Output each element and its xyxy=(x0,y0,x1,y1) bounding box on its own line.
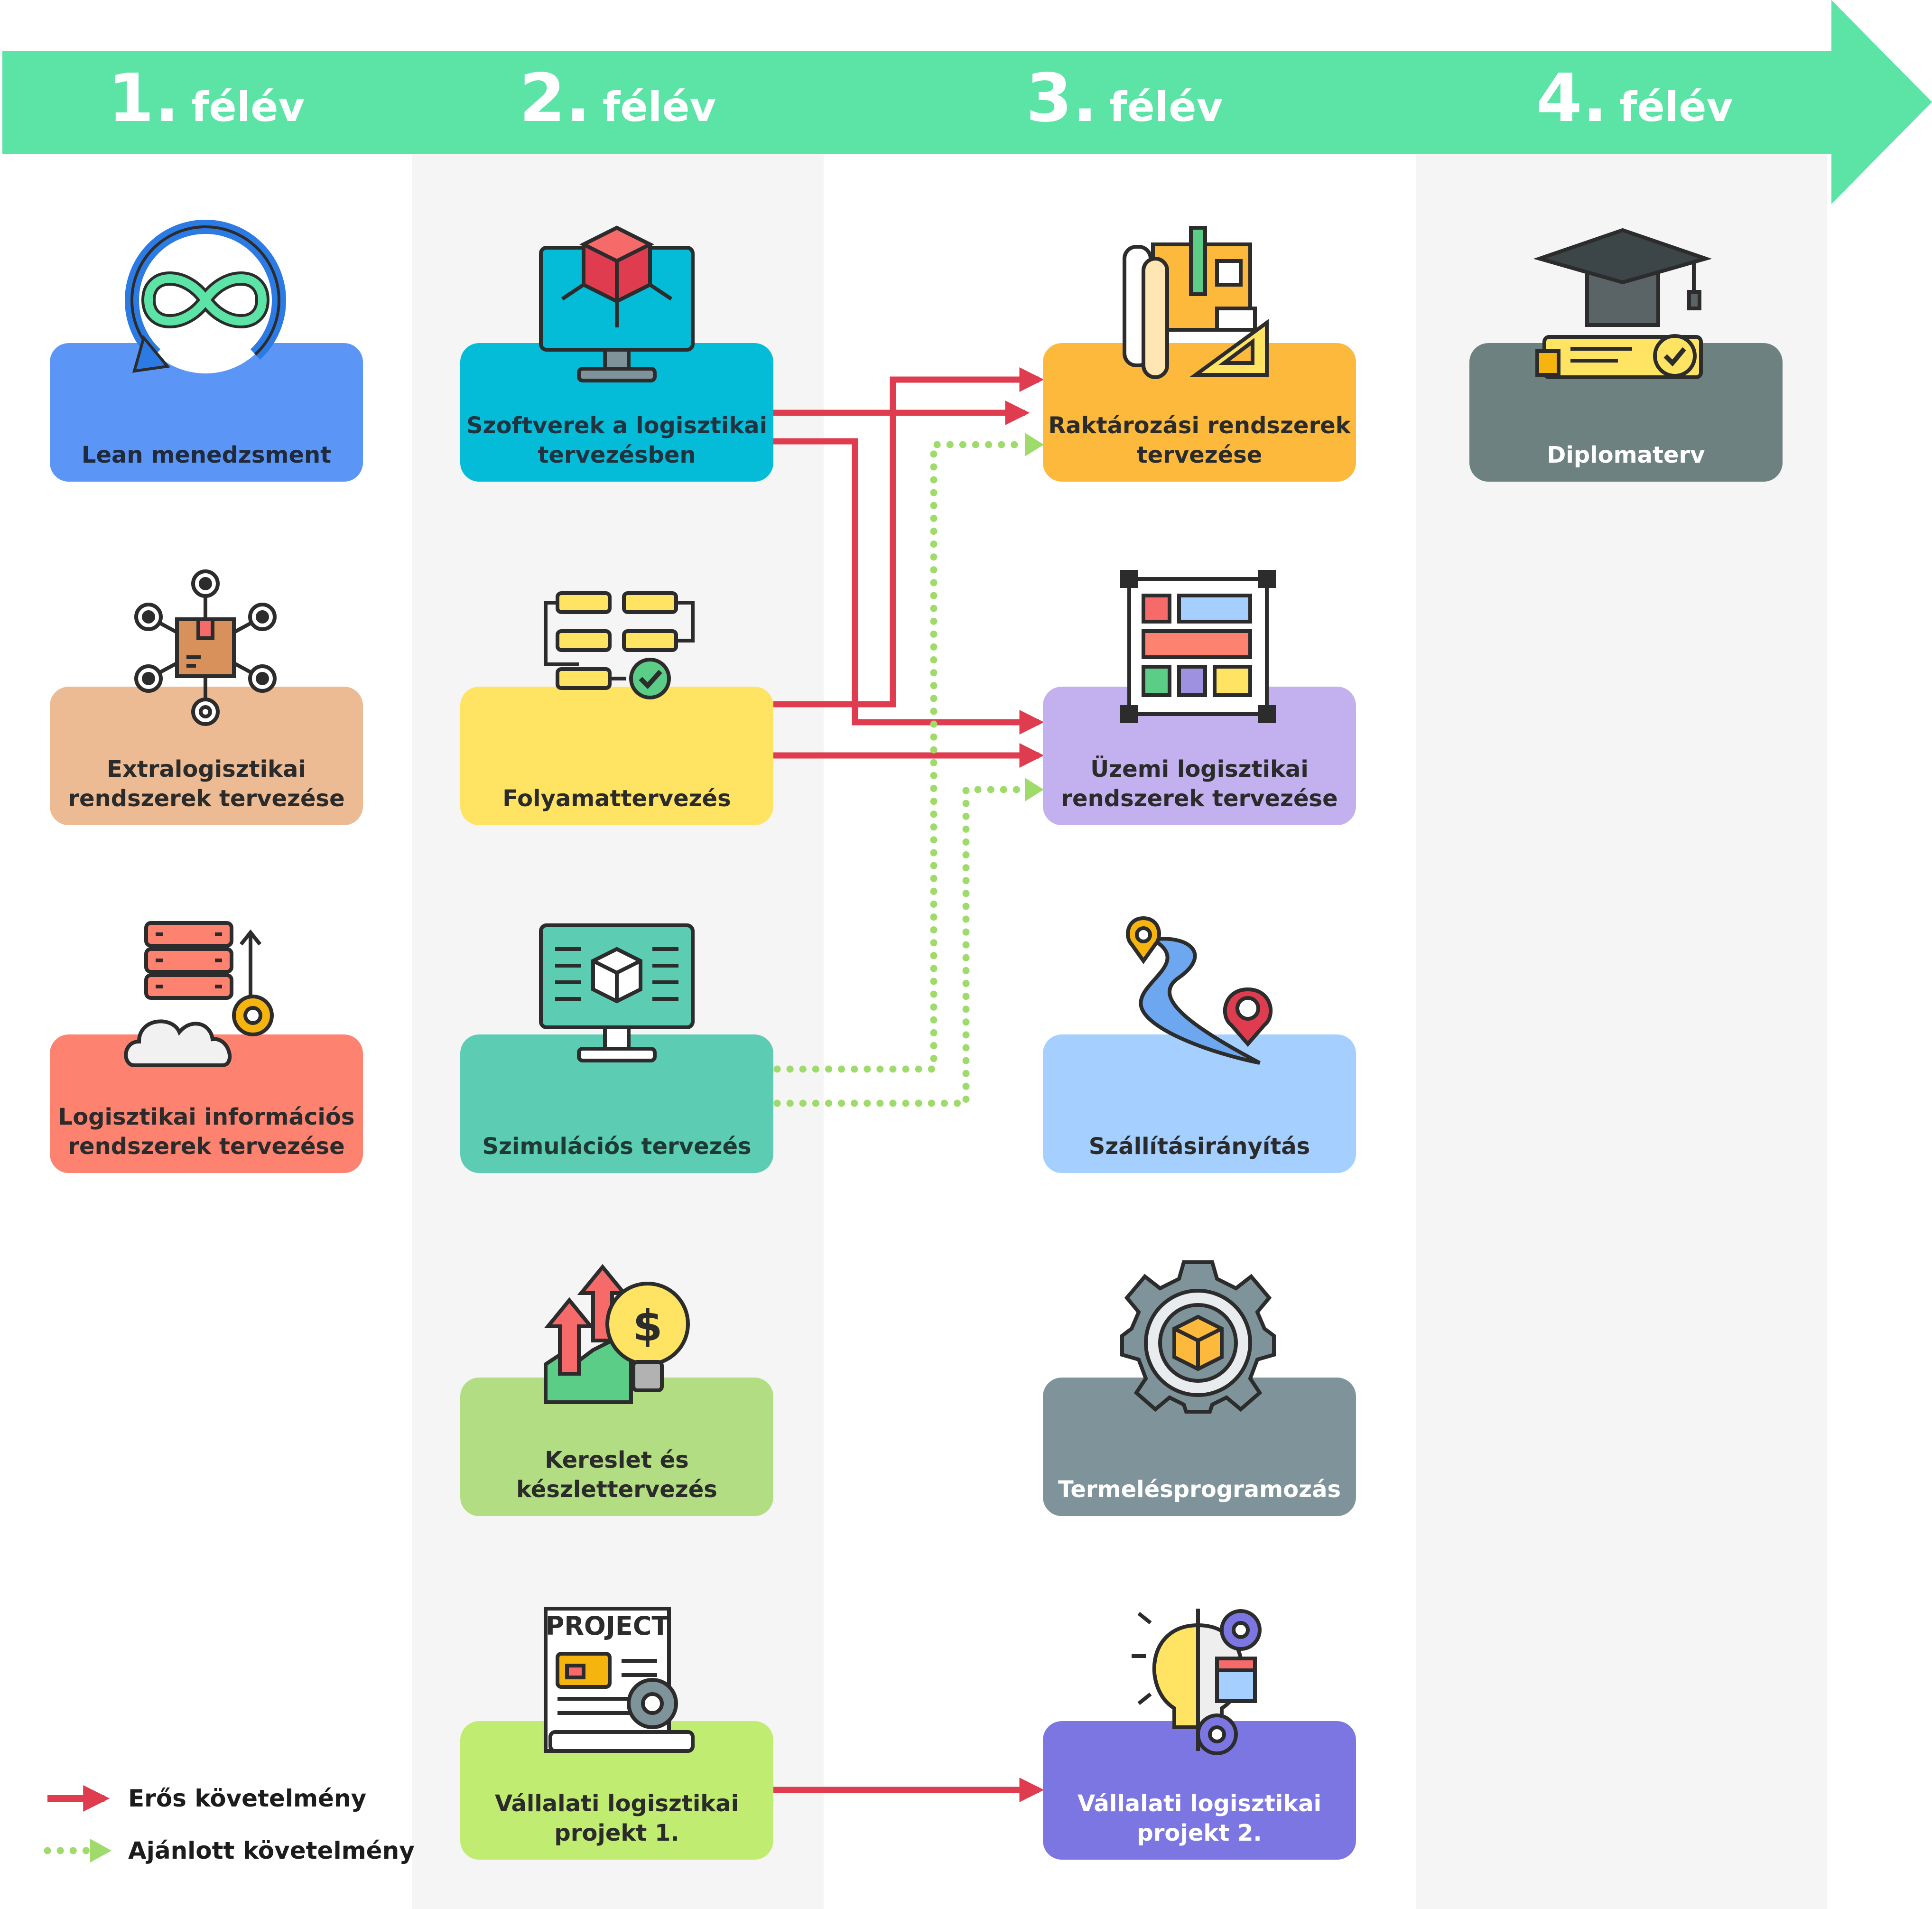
arrowhead-recommended-uzemi xyxy=(1025,778,1044,801)
semester-heading-3: 3.félév xyxy=(1026,60,1223,137)
course-card-lean: Lean menedzsment xyxy=(50,343,363,482)
course-title-line: tervezésben xyxy=(538,442,696,468)
course-card-background xyxy=(460,1721,773,1860)
course-title-line: Lean menedzsment xyxy=(82,442,331,468)
course-card-folyamat: Folyamattervezés xyxy=(460,687,773,825)
course-title-line: Vállalati logisztikai xyxy=(1077,1790,1321,1817)
idea-gears-icon xyxy=(1132,1609,1262,1755)
course-card-szimulacio: Szimulációs tervezés xyxy=(460,1034,773,1173)
course-title-line: Raktározási rendszerek xyxy=(1048,412,1351,439)
course-title-line: Diplomaterv xyxy=(1547,442,1705,468)
server-cloud-icon xyxy=(124,921,274,1067)
legend-strong-label: Erős követelmény xyxy=(128,1785,366,1812)
course-card-info: Logisztikai információs rendszerek tervez… xyxy=(50,1034,363,1173)
course-card-background xyxy=(1043,1034,1356,1173)
gear-box-icon xyxy=(1120,1260,1276,1414)
arrowhead-recommended-raktar xyxy=(1025,433,1044,456)
course-card-background xyxy=(1043,1378,1356,1516)
infinity-cycle-icon xyxy=(125,219,286,373)
semester-heading-1: 1.félév xyxy=(108,60,305,137)
connector-szimulacio-raktar xyxy=(773,441,1029,1073)
course-card-kereslet: Kereslet és készlettervezés xyxy=(460,1378,773,1516)
legend: Erős követelmény Ajánlott követelmény xyxy=(44,1785,415,1864)
course-title-line: Logisztikai információs xyxy=(58,1104,355,1130)
semester-heading-4: 4.félév xyxy=(1536,60,1733,137)
course-card-vallalati1: Vállalati logisztikai projekt 1. xyxy=(460,1721,773,1860)
blueprint-icon xyxy=(1123,226,1269,379)
growth-bulb-icon: $ xyxy=(544,1264,690,1404)
course-card-vallalati2: Vállalati logisztikai projekt 2. xyxy=(1043,1721,1356,1860)
course-title-line: Vállalati logisztikai xyxy=(495,1790,739,1817)
course-title-line: készlettervezés xyxy=(516,1476,717,1503)
connector-folyamat-raktar xyxy=(773,367,1044,708)
course-title-line: rendszerek tervezése xyxy=(68,1133,344,1160)
svg-text:$: $ xyxy=(633,1301,663,1351)
connector-szimulacio-uzemi xyxy=(773,786,1029,1107)
course-title-line: rendszerek tervezése xyxy=(68,785,344,812)
course-title-line: Termelésprogramozás xyxy=(1058,1476,1341,1503)
course-card-background xyxy=(460,343,773,482)
course-card-background xyxy=(1043,1721,1356,1860)
semester-heading-2: 2.félév xyxy=(519,60,716,137)
project-document-icon: PROJECT xyxy=(544,1607,695,1753)
course-card-background xyxy=(50,343,363,482)
course-title-line: projekt 1. xyxy=(554,1820,679,1846)
course-card-background xyxy=(460,687,773,825)
course-title-line: Szoftverek a logisztikai xyxy=(466,412,767,439)
course-title-line: Extralogisztikai xyxy=(107,756,306,782)
course-title-line: Folyamattervezés xyxy=(502,785,731,812)
package-network-icon xyxy=(134,569,277,726)
course-title-line: rendszerek tervezése xyxy=(1061,785,1338,812)
course-title-line: Üzemi logisztikai xyxy=(1090,755,1309,782)
graduation-cap-icon xyxy=(1533,228,1712,379)
course-title-line: projekt 2. xyxy=(1137,1820,1262,1846)
simulation-monitor-icon xyxy=(539,923,695,1062)
recommended-requirement-connectors xyxy=(773,441,1029,1107)
route-pin-icon xyxy=(1126,916,1273,1065)
course-card-termeles: Termelésprogramozás xyxy=(1043,1378,1356,1516)
flowchart-icon xyxy=(544,591,695,699)
course-card-szallitas: Szállításirányítás xyxy=(1043,1034,1356,1173)
course-card-background xyxy=(50,687,363,825)
course-card-background xyxy=(1043,343,1356,482)
strong-requirement-connectors xyxy=(773,367,1044,1802)
course-title-line: Szállításirányítás xyxy=(1089,1133,1310,1160)
course-card-background xyxy=(50,1034,363,1173)
course-card-raktar: Raktározási rendszerek tervezése xyxy=(1043,343,1356,482)
timeline-arrow xyxy=(2,0,1932,204)
course-card-background xyxy=(460,1378,773,1516)
course-card-extra: Extralogisztikai rendszerek tervezése xyxy=(50,687,363,825)
legend-recommended-arrowhead xyxy=(90,1839,111,1862)
course-card-background xyxy=(460,1034,773,1173)
svg-text:PROJECT: PROJECT xyxy=(546,1611,669,1641)
course-title-line: Kereslet és xyxy=(545,1447,689,1473)
monitor-cube-icon xyxy=(539,225,695,382)
course-title-line: tervezése xyxy=(1137,442,1263,468)
layout-plan-icon xyxy=(1120,570,1276,723)
connector-szoftver-uzemi xyxy=(773,438,1044,735)
course-card-szoftver: Szoftverek a logisztikai tervezésben xyxy=(460,343,773,482)
legend-recommended-label: Ajánlott követelmény xyxy=(128,1837,415,1864)
course-title-line: Szimulációs tervezés xyxy=(482,1133,751,1160)
